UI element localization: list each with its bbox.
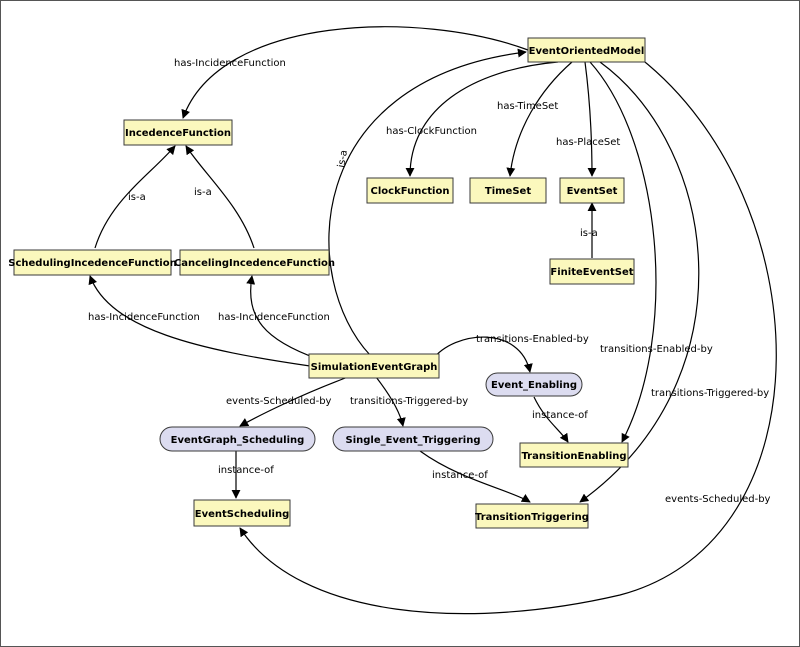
label-eom-events-scheduled: events-Scheduled-by [665, 494, 771, 505]
node-single-event-triggering[interactable]: Single_Event_Triggering [332, 426, 494, 452]
node-label: SchedulingIncedenceFunction [8, 258, 176, 269]
label-eom-transitions-enabled: transitions-Enabled-by [600, 344, 713, 355]
edge-seg-is-a [328, 48, 527, 356]
label-eom-transitions-triggered: transitions-Triggered-by [651, 388, 769, 399]
label-eom-has-clock: has-ClockFunction [386, 126, 477, 137]
node-eventgraph-scheduling[interactable]: EventGraph_Scheduling [159, 426, 316, 452]
label-seg-transitions-enabled: transitions-Enabled-by [476, 334, 589, 345]
edge-cancel-is-a [185, 145, 255, 249]
node-incedence-function[interactable]: IncedenceFunction [123, 119, 233, 146]
label-scheduling-instance-of: instance-of [218, 465, 274, 476]
label-seg-has-incidence-right: has-IncidenceFunction [218, 312, 330, 323]
node-label: Event_Enabling [491, 380, 577, 391]
node-clock-function[interactable]: ClockFunction [366, 177, 454, 204]
node-time-set[interactable]: TimeSet [469, 177, 547, 204]
label-eom-has-incidence: has-IncidenceFunction [174, 58, 286, 69]
edge-eom-transitions-triggered [579, 61, 700, 503]
node-transition-enabling[interactable]: TransitionEnabling [519, 442, 629, 468]
node-label: CancelingIncedenceFunction [174, 258, 335, 269]
node-label: IncedenceFunction [125, 128, 231, 139]
node-event-set[interactable]: EventSet [559, 177, 625, 204]
label-sched-is-a: is-a [128, 192, 146, 203]
edge-eom-has-time [506, 61, 573, 177]
node-label: TransitionEnabling [521, 451, 626, 462]
edge-eom-events-scheduled [239, 57, 777, 615]
label-enabling-instance-of: instance-of [532, 410, 588, 421]
edges [88, 26, 777, 615]
label-seg-transitions-triggered: transitions-Triggered-by [350, 396, 468, 407]
node-label: EventSet [567, 186, 618, 197]
edge-seg-events-scheduled [239, 376, 349, 427]
node-label: EventGraph_Scheduling [171, 435, 305, 446]
edge-enabling-instance-of [533, 396, 569, 443]
node-transition-triggering[interactable]: TransitionTriggering [475, 503, 589, 529]
edge-seg-transitions-enabled [431, 336, 533, 373]
label-triggering-instance-of: instance-of [432, 470, 488, 481]
label-seg-is-a: is-a [336, 149, 350, 168]
edge-eom-has-clock [405, 61, 559, 177]
node-label: TimeSet [485, 186, 531, 197]
node-scheduling-incedence-function[interactable]: SchedulingIncedenceFunction [8, 249, 177, 276]
node-label: EventScheduling [195, 509, 289, 520]
node-finite-event-set[interactable]: FiniteEventSet [549, 258, 635, 285]
node-label: FiniteEventSet [550, 267, 633, 278]
label-eom-has-time: has-TimeSet [497, 101, 558, 112]
edge-seg-transitions-triggered [375, 376, 406, 427]
label-seg-has-incidence-left: has-IncidenceFunction [88, 312, 200, 323]
label-cancel-is-a: is-a [194, 187, 212, 198]
edge-triggering-instance-of [419, 450, 531, 503]
label-eom-has-place: has-PlaceSet [556, 137, 620, 148]
label-seg-events-scheduled: events-Scheduled-by [226, 396, 332, 407]
node-canceling-incedence-function[interactable]: CancelingIncedenceFunction [174, 249, 335, 276]
edge-eom-has-place [584, 61, 597, 177]
nodes: EventOrientedModel IncedenceFunction Clo… [8, 37, 646, 529]
node-label: TransitionTriggering [475, 512, 589, 523]
label-finite-is-a: is-a [580, 228, 598, 239]
node-label: EventOrientedModel [529, 46, 645, 57]
edge-sched-is-a [94, 145, 176, 249]
edge-seg-has-incidence-right [246, 275, 319, 360]
edge-eom-has-incidence [181, 26, 529, 119]
node-event-oriented-model[interactable]: EventOrientedModel [527, 37, 646, 63]
edge-seg-has-incidence-left [88, 275, 311, 367]
node-event-enabling[interactable]: Event_Enabling [485, 372, 583, 397]
node-event-scheduling[interactable]: EventScheduling [193, 499, 291, 527]
node-label: Single_Event_Triggering [346, 435, 481, 446]
node-label: SimulationEventGraph [311, 362, 438, 373]
node-label: ClockFunction [371, 186, 450, 197]
node-simulation-event-graph[interactable]: SimulationEventGraph [308, 353, 440, 379]
edge-labels: has-IncidenceFunction has-ClockFunction … [88, 58, 771, 505]
edge-eom-transitions-enabled [589, 61, 657, 443]
